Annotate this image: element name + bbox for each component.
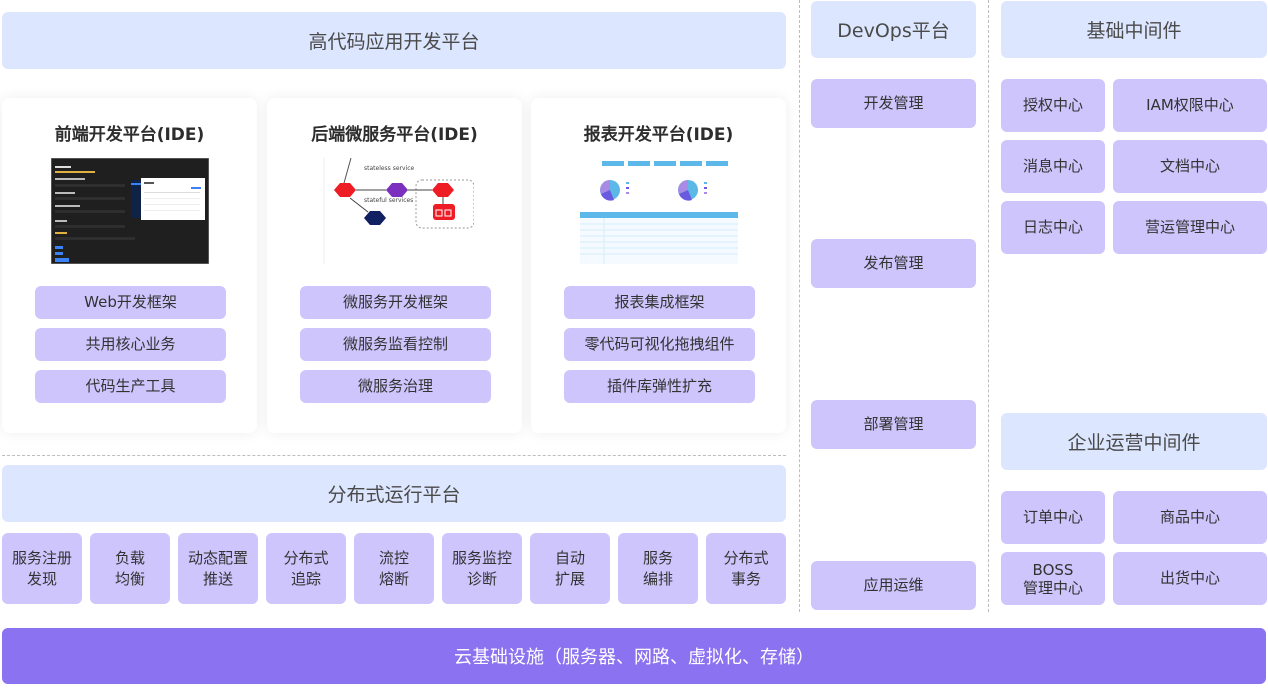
devops-platform-title: DevOps平台 — [837, 20, 950, 42]
report-ide-title: 报表开发平台(IDE) — [583, 125, 734, 145]
runtime-item-line2: 扩展 — [554, 569, 585, 588]
runtime-item-line1: 分布式 — [283, 549, 329, 568]
frontend-ide-title: 前端开发平台(IDE) — [54, 125, 205, 145]
runtime-item-line2: 推送 — [202, 569, 233, 588]
enterprise-middleware-header: 企业运营中间件 — [1001, 413, 1267, 470]
base-middleware-title: 基础中间件 — [1086, 20, 1182, 42]
backend-item-ms-framework[interactable]: 微服务开发框架 — [300, 286, 491, 319]
runtime-item-line2: 编排 — [642, 569, 673, 588]
stateless-service-label: stateless service — [364, 165, 415, 172]
runtime-item-line1: 动态配置 — [187, 549, 248, 568]
report-ide-card: 报表开发平台(IDE) — [531, 98, 786, 433]
middleware-item-log-center[interactable]: 日志中心 — [1001, 201, 1105, 254]
enterprise-item-label: 订单中心 — [1022, 508, 1083, 527]
runtime-item-auto-scaling[interactable]: 自动扩展 — [530, 533, 610, 604]
cloud-infrastructure-bar: 云基础设施（服务器、网路、虚拟化、存储） — [2, 628, 1266, 684]
devops-item-app-ops[interactable]: 应用运维 — [811, 561, 976, 610]
cloud-infrastructure-label: 云基础设施（服务器、网路、虚拟化、存储） — [454, 647, 814, 668]
frontend-ide-card: 前端开发平台(IDE) — [2, 98, 257, 433]
stateful-services-label: stateful services — [364, 197, 413, 204]
middleware-item-document-center[interactable]: 文档中心 — [1113, 140, 1267, 193]
runtime-item-load-balancing[interactable]: 负载均衡 — [90, 533, 170, 604]
devops-item-dev-management[interactable]: 开发管理 — [811, 79, 976, 128]
runtime-item-line2: 诊断 — [466, 569, 497, 588]
runtime-item-line1: 服务 — [642, 549, 673, 568]
enterprise-middleware-title: 企业运营中间件 — [1067, 432, 1201, 454]
report-dashboard-image — [579, 158, 738, 264]
section-divider-right — [988, 0, 989, 612]
runtime-item-line1: 自动 — [554, 549, 585, 568]
middleware-item-message-center[interactable]: 消息中心 — [1001, 140, 1105, 193]
enterprise-item-order-center[interactable]: 订单中心 — [1001, 491, 1105, 544]
report-item-integration-framework[interactable]: 报表集成框架 — [564, 286, 755, 319]
enterprise-item-label: 出货中心 — [1159, 569, 1220, 588]
backend-ide-title: 后端微服务平台(IDE) — [311, 125, 478, 145]
runtime-platform-header: 分布式运行平台 — [2, 465, 786, 522]
middleware-item-ops-management-center[interactable]: 营运管理中心 — [1113, 201, 1267, 254]
high-code-platform-header: 高代码应用开发平台 — [2, 12, 786, 69]
high-code-platform-title: 高代码应用开发平台 — [308, 31, 480, 53]
section-divider-left — [799, 0, 800, 612]
report-item-zero-code-dnd[interactable]: 零代码可视化拖拽组件 — [564, 328, 755, 361]
runtime-item-line1: 服务注册 — [11, 549, 72, 568]
backend-item-ms-monitor[interactable]: 微服务监看控制 — [300, 328, 491, 361]
runtime-item-line1: 分布式 — [723, 549, 769, 568]
frontend-item-code-gen-tool[interactable]: 代码生产工具 — [35, 370, 226, 403]
devops-platform-header: DevOps平台 — [811, 1, 976, 58]
runtime-item-line1: 负载 — [114, 549, 145, 568]
runtime-item-service-monitoring[interactable]: 服务监控诊断 — [442, 533, 522, 604]
runtime-item-line1: 服务监控 — [451, 549, 512, 568]
runtime-item-line1: 流控 — [378, 549, 409, 568]
backend-item-ms-governance[interactable]: 微服务治理 — [300, 370, 491, 403]
enterprise-item-line2: 管理中心 — [1022, 578, 1083, 597]
runtime-item-line2: 均衡 — [114, 569, 145, 588]
ide-screenshot-image — [50, 157, 209, 265]
runtime-item-distributed-tracing[interactable]: 分布式追踪 — [266, 533, 346, 604]
runtime-item-line2: 发现 — [26, 569, 57, 588]
base-middleware-header: 基础中间件 — [1001, 1, 1267, 58]
report-item-plugin-scaling[interactable]: 插件库弹性扩充 — [564, 370, 755, 403]
frontend-item-web-framework[interactable]: Web开发框架 — [35, 286, 226, 319]
enterprise-item-label: 商品中心 — [1159, 508, 1220, 527]
microservice-diagram-image: stateless service stateful services — [316, 157, 474, 264]
frontend-item-shared-core[interactable]: 共用核心业务 — [35, 328, 226, 361]
runtime-item-distributed-tx[interactable]: 分布式事务 — [706, 533, 786, 604]
runtime-platform-title: 分布式运行平台 — [327, 484, 461, 506]
section-divider-horizontal — [2, 455, 786, 456]
runtime-item-circuit-breaker[interactable]: 流控熔断 — [354, 533, 434, 604]
middleware-item-iam-center[interactable]: IAM权限中心 — [1113, 79, 1267, 132]
enterprise-item-shipping-center[interactable]: 出货中心 — [1113, 552, 1267, 605]
runtime-item-line2: 追踪 — [290, 569, 321, 588]
enterprise-item-product-center[interactable]: 商品中心 — [1113, 491, 1267, 544]
runtime-item-dynamic-config[interactable]: 动态配置推送 — [178, 533, 258, 604]
backend-ide-card: 后端微服务平台(IDE) stateless service stateful … — [267, 98, 522, 433]
runtime-item-line2: 熔断 — [378, 569, 409, 588]
middleware-item-auth-center[interactable]: 授权中心 — [1001, 79, 1105, 132]
runtime-item-line2: 事务 — [730, 569, 761, 588]
devops-item-release-management[interactable]: 发布管理 — [811, 239, 976, 288]
devops-item-deploy-management[interactable]: 部署管理 — [811, 400, 976, 449]
runtime-item-service-registry[interactable]: 服务注册发现 — [2, 533, 82, 604]
enterprise-item-line1: BOSS — [1032, 560, 1074, 579]
runtime-item-orchestration[interactable]: 服务编排 — [618, 533, 698, 604]
